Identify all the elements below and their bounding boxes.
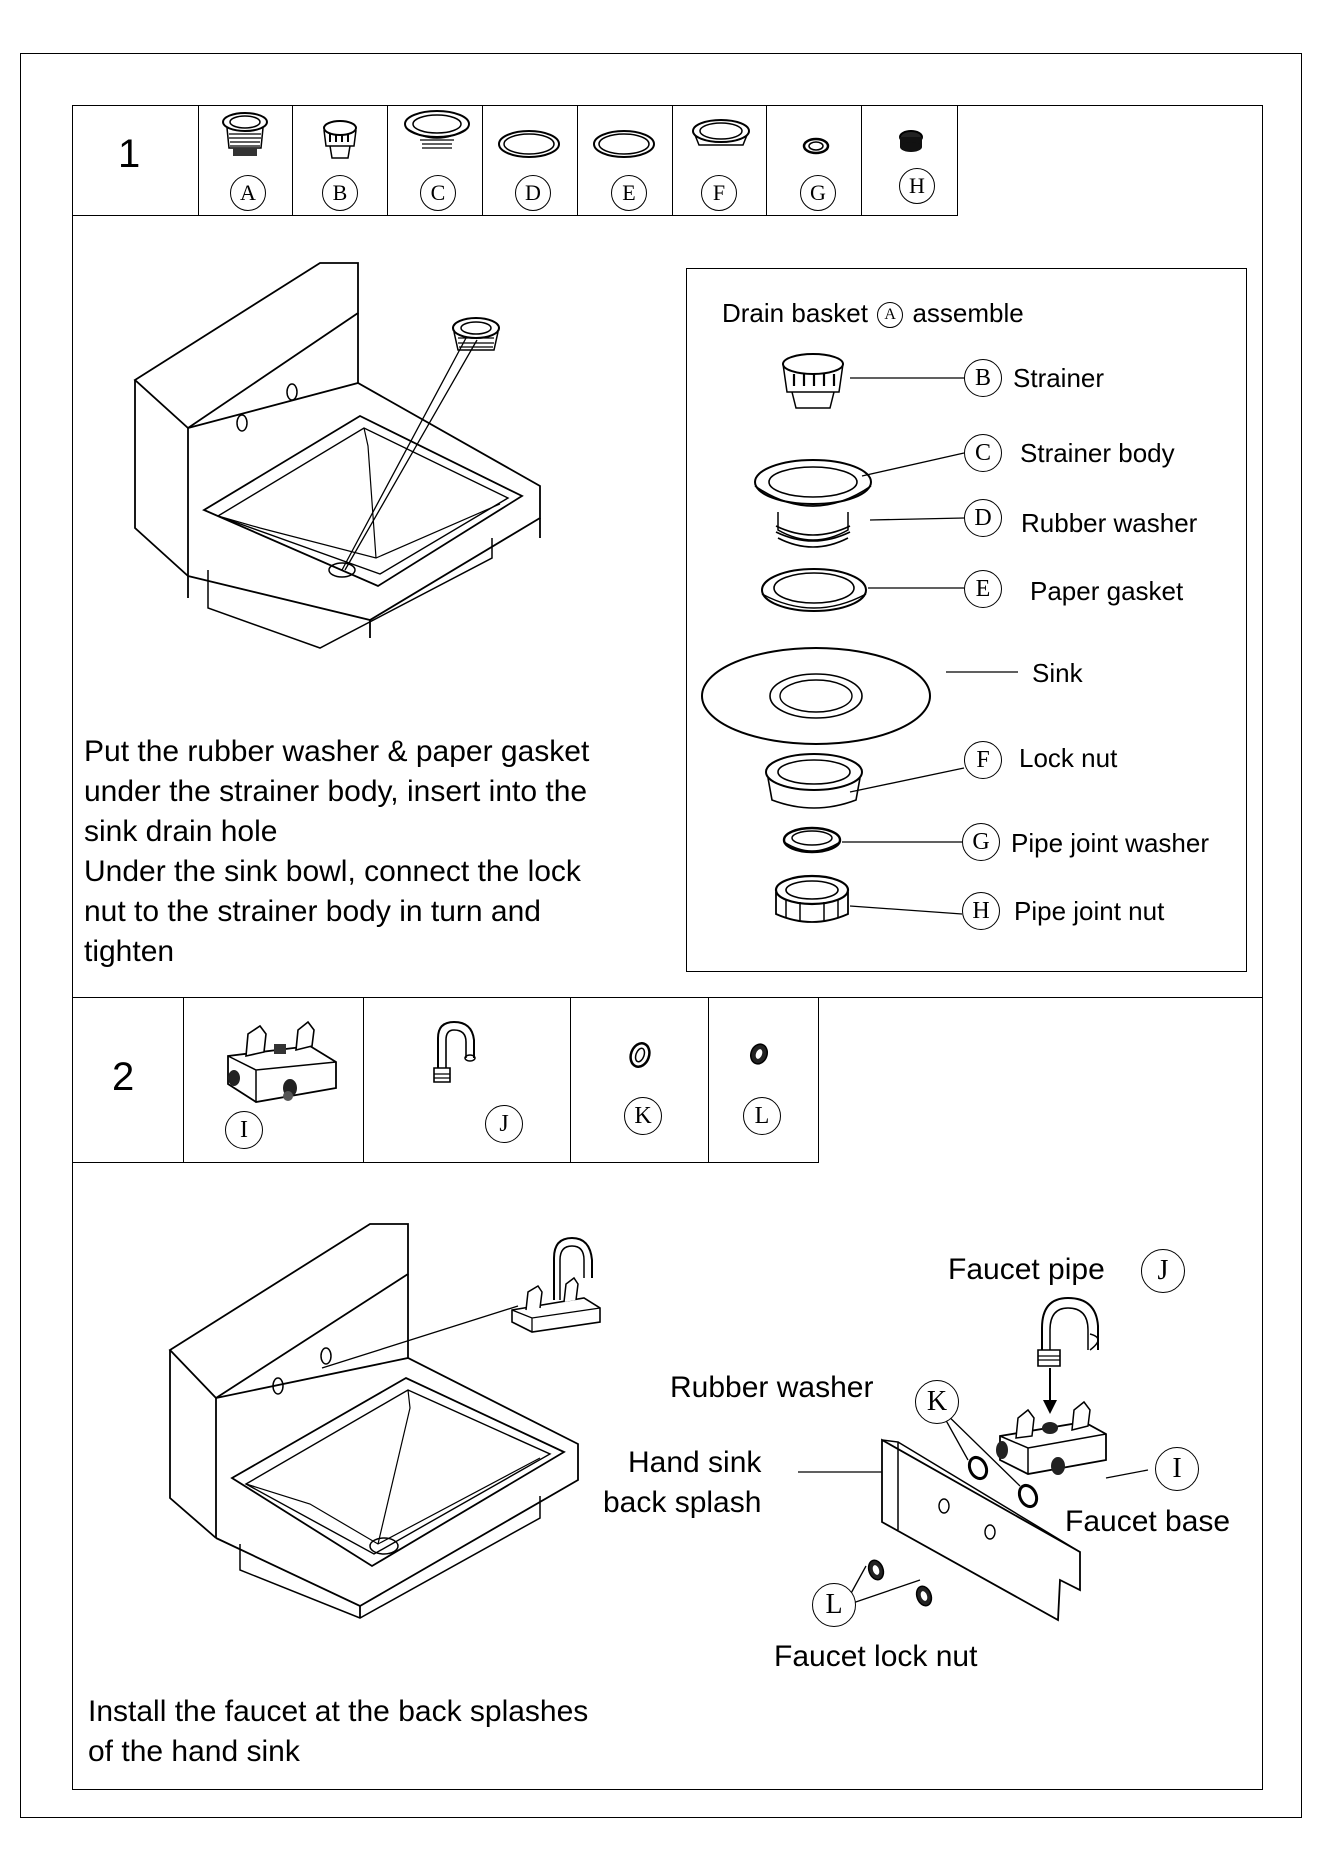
instruction-line: Put the rubber washer & paper gasket (84, 735, 590, 768)
inner-frame (72, 105, 1263, 1790)
part-label-g: G (800, 175, 836, 211)
callout-label-pipe-joint-washer: Pipe joint washer (1011, 828, 1209, 858)
rubber-washer-icon (495, 128, 565, 162)
instruction-line: of the hand sink (88, 1735, 300, 1768)
pipe-joint-washer-icon (797, 135, 837, 159)
step2-parts-row-end (818, 997, 819, 1163)
part-label-c: C (420, 175, 456, 211)
label-faucet-base: Faucet base (1065, 1505, 1231, 1538)
hand-sink-faucet-illustration (160, 1218, 610, 1638)
instruction-line: Install the faucet at the back splashes (88, 1695, 589, 1728)
part-label-l: L (743, 1097, 781, 1135)
cell-divider (387, 105, 388, 216)
faucet-callout-leaders (790, 1380, 1190, 1620)
cell-divider (577, 105, 578, 216)
callout-letter-h: H (962, 892, 1000, 930)
part-label-a: A (230, 175, 266, 211)
outer-frame (20, 53, 1302, 1818)
label-faucet-pipe: Faucet pipe (948, 1253, 1105, 1286)
step-2-number: 2 (112, 1055, 135, 1099)
callout-label-paper-gasket: Paper gasket (1030, 576, 1184, 606)
part-label-f: F (701, 175, 737, 211)
instruction-line: Under the sink bowl, connect the lock (84, 855, 581, 888)
label-back-splash-line2: back splash (603, 1486, 762, 1519)
drain-basket-assembly-icon (205, 108, 285, 156)
hand-sink-drain-illustration (120, 258, 560, 658)
faucet-lock-nut-icon (745, 1040, 775, 1070)
lock-nut-icon (685, 117, 755, 161)
step1-parts-row-bottom (72, 215, 957, 216)
part-label-k: K (624, 1097, 662, 1135)
label-letter-k: K (915, 1380, 959, 1424)
callout-letter-d: D (964, 499, 1002, 537)
strainer-icon (302, 118, 382, 173)
rubber-washer-k-icon (620, 1040, 660, 1070)
part-label-j: J (485, 1105, 523, 1143)
step-divider (72, 997, 1263, 998)
cell-divider (570, 997, 571, 1163)
cell-divider (766, 105, 767, 216)
callout-label-rubber-washer: Rubber washer (1021, 508, 1198, 538)
callout-label-lock-nut: Lock nut (1019, 743, 1118, 773)
part-label-i: I (225, 1111, 263, 1149)
exploded-drain-diagram (690, 330, 1250, 970)
pipe-joint-nut-icon (892, 128, 932, 152)
callout-letter-c: C (964, 434, 1002, 472)
callout-label-strainer-body: Strainer body (1020, 438, 1175, 468)
label-back-splash-line1: Hand sink (628, 1446, 762, 1479)
step-1-number: 1 (118, 132, 141, 176)
label-letter-j: J (1141, 1249, 1185, 1293)
strainer-body-icon (392, 106, 477, 166)
part-label-h: H (899, 168, 935, 204)
step1-instructions: Put the rubber washer & paper gasket und… (84, 732, 664, 972)
drain-basket-detail-panel (686, 268, 1247, 972)
cell-divider (708, 997, 709, 1163)
detail-title-suffix: assemble (912, 298, 1024, 328)
part-label-d: D (515, 175, 551, 211)
callout-letter-e: E (964, 570, 1002, 608)
instruction-line: tighten (84, 935, 175, 968)
step2-parts-row-bottom (72, 1162, 819, 1163)
label-rubber-washer: Rubber washer (670, 1371, 874, 1404)
part-label-e: E (611, 175, 647, 211)
callout-label-sink: Sink (1032, 658, 1083, 688)
callout-label-strainer: Strainer (1013, 363, 1105, 393)
detail-title: Drain basket A assemble (722, 298, 1024, 329)
label-letter-l: L (812, 1583, 856, 1627)
cell-divider (861, 105, 862, 216)
faucet-base-icon (220, 1018, 340, 1118)
detail-title-text: Drain basket (722, 298, 868, 328)
step1-parts-row-end (957, 105, 958, 216)
instruction-line: nut to the strainer body in turn and (84, 895, 541, 928)
label-faucet-lock-nut: Faucet lock nut (774, 1640, 978, 1673)
instruction-line: sink drain hole (84, 815, 278, 848)
detail-title-letter: A (877, 302, 904, 329)
cell-divider (198, 105, 199, 216)
faucet-exploded-diagram (860, 1290, 1120, 1630)
label-letter-i: I (1155, 1447, 1199, 1491)
faucet-pipe-icon (420, 1018, 500, 1098)
cell-divider (672, 105, 673, 216)
cell-divider (482, 105, 483, 216)
step2-instructions: Install the faucet at the back splashes … (88, 1692, 688, 1772)
cell-divider (363, 997, 364, 1163)
callout-letter-b: B (964, 359, 1002, 397)
callout-label-pipe-joint-nut: Pipe joint nut (1014, 896, 1165, 926)
part-label-b: B (322, 175, 358, 211)
cell-divider (292, 105, 293, 216)
callout-letter-g: G (962, 823, 1000, 861)
paper-gasket-icon (590, 128, 660, 162)
cell-divider (183, 997, 184, 1163)
instruction-line: under the strainer body, insert into the (84, 775, 588, 808)
callout-letter-f: F (964, 741, 1002, 779)
